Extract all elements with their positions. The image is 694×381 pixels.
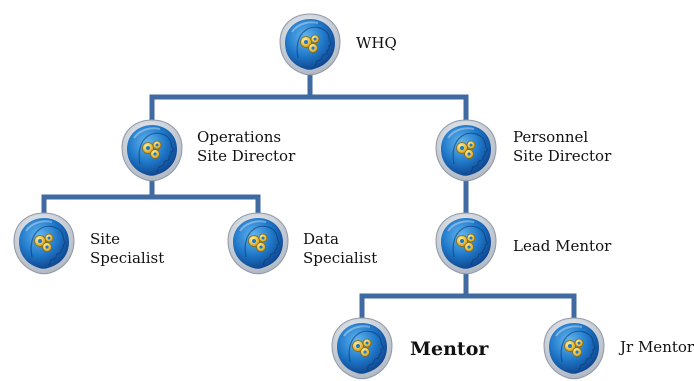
head-with-gears-icon [330, 316, 394, 380]
head-with-gears-icon [278, 12, 342, 76]
node-label-jr-mentor: Jr Mentor [620, 338, 694, 357]
node-label-whq: WHQ [356, 34, 397, 53]
node-label-line: Site [90, 230, 120, 248]
node-label-line: Lead Mentor [513, 237, 612, 255]
head-with-gears-icon [226, 211, 290, 275]
node-label-line: Mentor [410, 338, 489, 360]
head-with-gears-icon [12, 211, 76, 275]
node-label-line: Site Director [197, 147, 296, 165]
node-label-lead-mentor: Lead Mentor [513, 237, 611, 256]
head-with-gears-icon [542, 316, 606, 380]
node-label-line: Jr Mentor [620, 338, 694, 356]
node-label-mentor: Mentor [410, 338, 488, 361]
head-with-gears-icon [434, 118, 498, 182]
node-label-line: WHQ [356, 34, 397, 52]
node-label-line: Specialist [303, 249, 378, 267]
node-label-line: Data [303, 230, 339, 248]
node-label-line: Site Director [513, 147, 612, 165]
head-with-gears-icon [120, 118, 184, 182]
node-label-line: Specialist [90, 249, 165, 267]
head-with-gears-icon [434, 211, 498, 275]
connector-lines [41, 71, 577, 321]
node-label-line: Operations [197, 128, 282, 146]
node-label-line: Personnel [513, 128, 589, 146]
